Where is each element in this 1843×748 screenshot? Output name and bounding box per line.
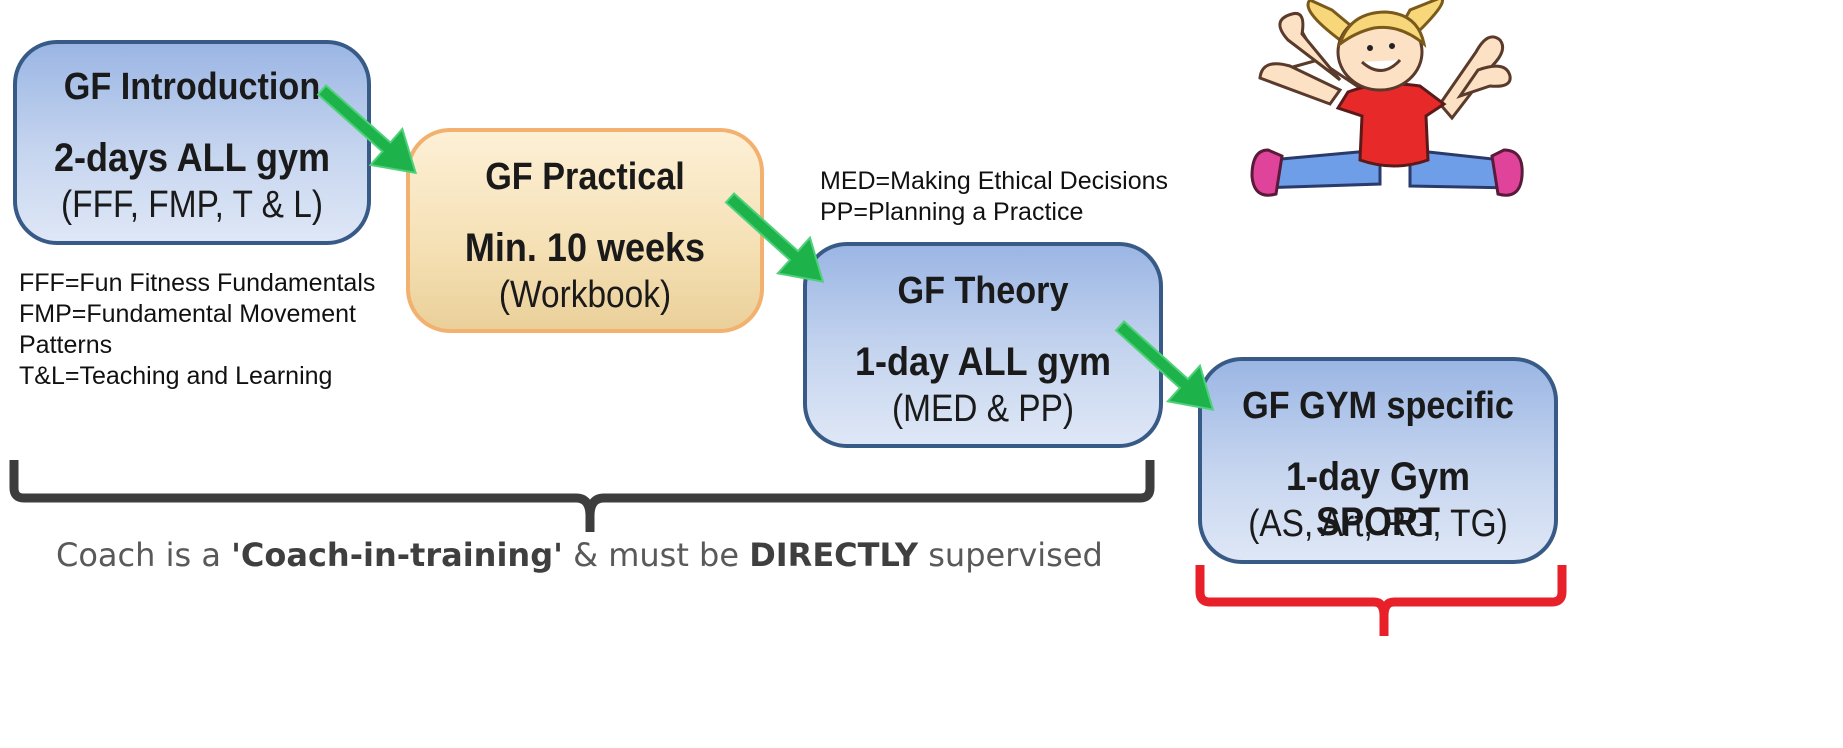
arrow-practical-to-theory	[712, 179, 840, 301]
gf-introduction-title: GF Introduction	[63, 66, 321, 108]
note-line: FFF=Fun Fitness Fundamentals	[19, 269, 376, 297]
gf-practical-workbook: (Workbook)	[498, 274, 672, 316]
note-line: PP=Planning a Practice	[820, 198, 1084, 226]
gf-introduction-box: GF Introduction 2-days ALL gym (FFF, FMP…	[13, 40, 371, 245]
note-line: Patterns	[19, 331, 113, 359]
caption-text: Coach is a	[56, 536, 232, 574]
note-line: FMP=Fundamental Movement	[19, 300, 356, 328]
gf-gym-specific-title: GF GYM specific	[1242, 385, 1514, 427]
arrow-theory-to-gym-specific	[1102, 307, 1230, 429]
gf-theory-duration: 1-day ALL gym	[854, 340, 1112, 384]
note-line: T&L=Teaching and Learning	[19, 362, 333, 390]
red-brace	[1195, 565, 1567, 636]
gf-theory-modules: (MED & PP)	[891, 388, 1075, 430]
supervision-caption: Coach is a 'Coach-in-training' & must be…	[56, 536, 1103, 574]
caption-text: supervised	[918, 536, 1103, 574]
caption-bold: DIRECTLY	[749, 536, 919, 574]
gf-gym-specific-box: GF GYM specific 1-day Gym SPORT (AS, Art…	[1198, 357, 1558, 564]
caption-text: & must be	[562, 536, 750, 574]
gf-theory-box: GF Theory 1-day ALL gym (MED & PP)	[803, 242, 1163, 448]
black-brace	[9, 460, 1155, 532]
gf-practical-title: GF Practical	[485, 156, 685, 198]
gf-introduction-modules: (FFF, FMP, T & L)	[61, 184, 323, 226]
gf-introduction-duration: 2-days ALL gym	[53, 136, 331, 180]
gf-theory-title: GF Theory	[897, 270, 1069, 312]
gf-practical-duration: Min. 10 weeks	[464, 226, 706, 270]
caption-bold: 'Coach-in-training'	[231, 536, 563, 574]
jumping-girl-illustration	[1250, 0, 1524, 197]
theory-abbreviations: MED=Making Ethical Decisions PP=Planning…	[820, 166, 1168, 228]
gf-gym-specific-sports: (AS, Art, RG, TG)	[1248, 503, 1508, 545]
gf-practical-box: GF Practical Min. 10 weeks (Workbook)	[406, 128, 764, 333]
intro-abbreviations: FFF=Fun Fitness Fundamentals FMP=Fundame…	[19, 268, 375, 392]
gf-gym-specific-duration: 1-day Gym SPORT	[1285, 455, 1471, 544]
arrow-intro-to-practical	[305, 71, 433, 192]
note-line: MED=Making Ethical Decisions	[820, 167, 1169, 195]
